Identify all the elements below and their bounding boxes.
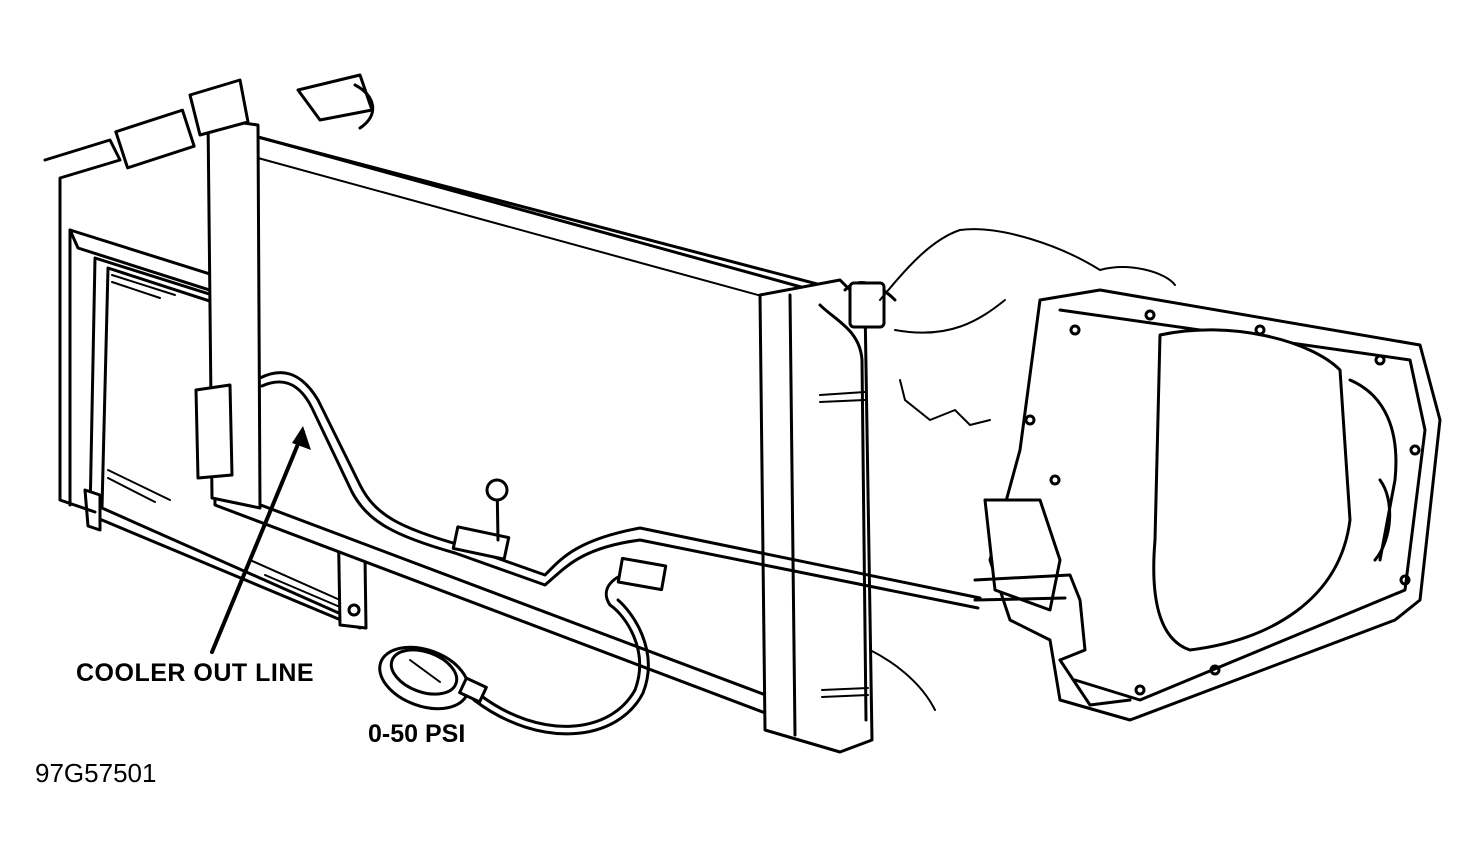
- figure-id: 97G57501: [35, 758, 157, 788]
- cooler-out-line: [58, 223, 982, 610]
- cooler-out-line-label: COOLER OUT LINE: [76, 659, 315, 687]
- engine-outline: [869, 228, 1176, 711]
- cooler-out-line-arrow: [210, 426, 311, 654]
- radiator: [194, 116, 874, 754]
- gauge-range-label: 0-50 PSI: [368, 720, 466, 748]
- transmission: [973, 288, 1442, 722]
- pressure-gauge: [378, 645, 488, 711]
- upper-fittings: [43, 73, 897, 329]
- gauge-hose: [472, 556, 668, 736]
